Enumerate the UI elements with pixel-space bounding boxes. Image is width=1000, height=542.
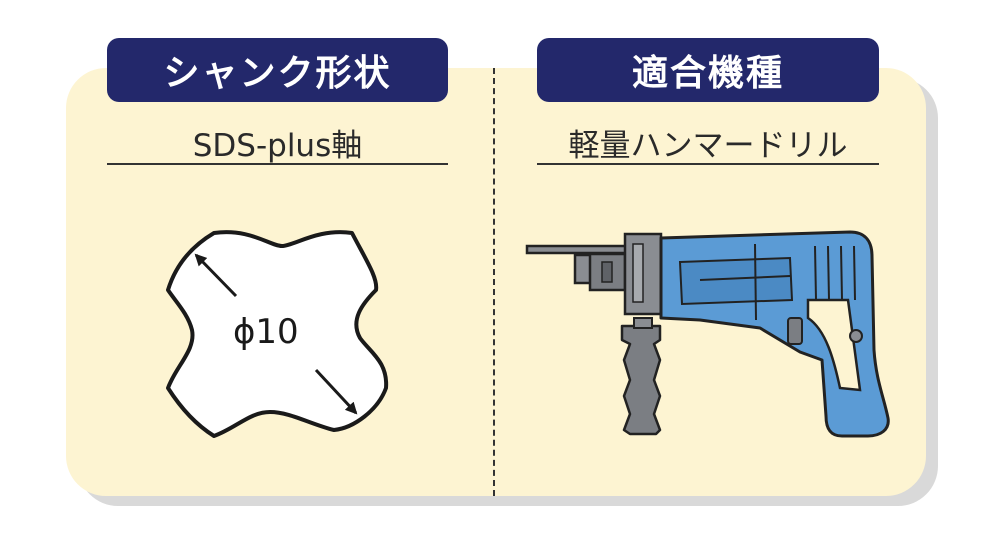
- compatible-model-header: 適合機種: [537, 38, 879, 102]
- column-divider: [493, 68, 495, 496]
- handle-hole: [806, 298, 862, 392]
- diameter-label: ϕ10: [233, 312, 299, 352]
- compatible-model-label: 軽量ハンマードリル: [568, 127, 848, 164]
- shank-shape-header: シャンク形状: [107, 38, 448, 102]
- diameter-arrow-upper: [194, 253, 238, 298]
- trigger: [787, 317, 803, 345]
- side-handle: [620, 324, 662, 436]
- diameter-arrow-lower: [314, 368, 358, 415]
- compatible-model-underline: [537, 163, 879, 165]
- depth-rod: [525, 244, 639, 255]
- shank-type-label: SDS-plus軸: [192, 127, 363, 164]
- shank-type-underline: [107, 163, 448, 165]
